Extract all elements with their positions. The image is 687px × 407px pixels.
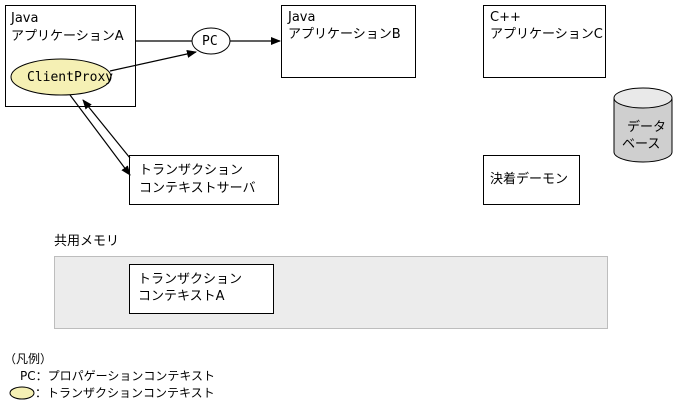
java-application-b-line2: アプリケーションB xyxy=(288,27,401,42)
cpp-application-c-line1: C++ xyxy=(490,10,521,25)
java-application-a-line1: Java xyxy=(11,11,39,26)
shared-memory-title: 共用メモリ xyxy=(54,234,120,249)
transaction-context-a-box xyxy=(129,264,274,314)
settlement-daemon-box xyxy=(483,155,580,205)
transaction-context-server-box xyxy=(129,155,279,205)
java-application-b-line1: Java xyxy=(288,10,316,25)
legend-title: （凡例） xyxy=(4,352,53,366)
arrow-proxy-to-server xyxy=(69,94,131,176)
pc-label: PC xyxy=(202,34,218,49)
settlement-daemon-label: 決着デーモン xyxy=(490,172,569,187)
legend-ellipse-item: ：トランザクションコンテキスト xyxy=(35,386,215,400)
transaction-context-a-line1: トランザクション xyxy=(138,272,243,287)
arrow-proxy-to-pc xyxy=(109,50,197,72)
legend-ellipse-icon xyxy=(9,386,35,400)
transaction-context-server-line1: トランザクション xyxy=(139,163,244,178)
java-application-b-box xyxy=(281,5,416,78)
database-label-line1: デー xyxy=(627,120,654,135)
arrow-server-to-proxy xyxy=(82,99,131,159)
database-label-line2: ベース xyxy=(622,137,661,152)
cpp-application-c-line2: アプリケーションC xyxy=(490,27,603,42)
client-proxy-ellipse xyxy=(10,58,112,96)
client-proxy-label: ClientProxy xyxy=(27,70,114,85)
transaction-context-a-line2: コンテキストA xyxy=(138,289,225,304)
java-application-a-line2: アプリケーションA xyxy=(11,29,124,44)
legend-pc-item: PC：プロパゲーションコンテキスト xyxy=(20,369,216,383)
transaction-context-server-line2: コンテキストサーバ xyxy=(139,181,256,196)
database-label-line1b: タ xyxy=(653,120,667,135)
cpp-application-c-box xyxy=(483,5,606,78)
pc-ellipse xyxy=(191,27,231,55)
database-icon xyxy=(613,87,673,163)
